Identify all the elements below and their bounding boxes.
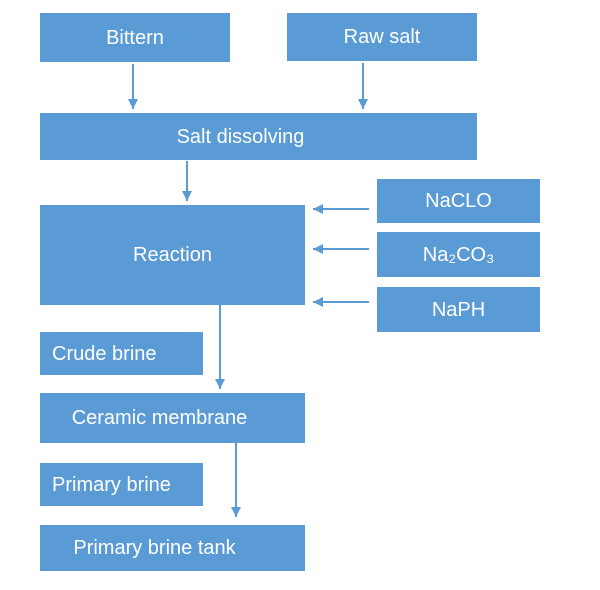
node-naph: NaPH xyxy=(377,287,540,332)
node-bittern: Bittern xyxy=(40,13,230,62)
node-na2co3-label: Na₂CO₃ xyxy=(422,243,495,266)
node-ceramic-membrane: Ceramic membrane xyxy=(40,393,305,443)
node-salt-dissolving-label: Salt dissolving xyxy=(176,125,305,148)
node-raw-salt: Raw salt xyxy=(287,13,477,61)
node-na2co3: Na₂CO₃ xyxy=(377,232,540,277)
node-reaction: Reaction xyxy=(40,205,305,305)
node-bittern-label: Bittern xyxy=(106,26,164,49)
node-crude-brine-label: Crude brine xyxy=(52,342,157,365)
node-primary-brine-tank: Primary brine tank xyxy=(40,525,305,571)
node-crude-brine: Crude brine xyxy=(40,332,203,375)
node-ceramic-membrane-label: Ceramic membrane xyxy=(71,407,248,429)
node-raw-salt-label: Raw salt xyxy=(343,26,421,48)
node-reaction-label: Reaction xyxy=(133,244,212,266)
node-naclo-label: NaCLO xyxy=(425,190,492,212)
node-salt-dissolving: Salt dissolving xyxy=(40,113,477,160)
node-naclo: NaCLO xyxy=(377,179,540,223)
node-primary-brine-label: Primary brine xyxy=(52,473,171,496)
node-primary-brine: Primary brine xyxy=(40,463,203,506)
node-naph-label: NaPH xyxy=(431,298,486,321)
node-primary-brine-tank-label: Primary brine tank xyxy=(73,537,236,559)
